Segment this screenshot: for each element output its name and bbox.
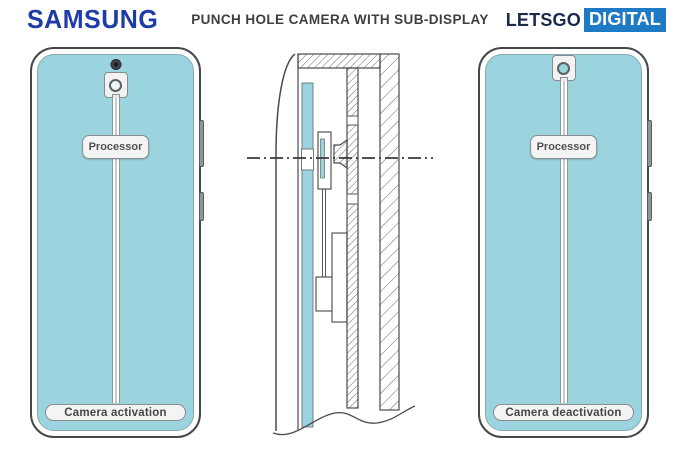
- flex-cable: [559, 79, 568, 403]
- camera-lens-icon: [109, 78, 122, 92]
- page-title: PUNCH HOLE CAMERA WITH SUB-DISPLAY: [191, 12, 489, 27]
- punch-hole-gap: [301, 148, 314, 171]
- housing-outer-edge: [275, 53, 296, 431]
- punch-hole-icon: [110, 59, 121, 70]
- display-layer: [301, 82, 314, 428]
- phone-camera-deactivated: Processor Camera deactivation: [478, 47, 652, 438]
- actuator-motor: [331, 232, 348, 323]
- volume-button: [647, 120, 652, 167]
- digital-logo-badge: DIGITAL: [583, 8, 666, 32]
- top-bezel-section: [297, 53, 381, 69]
- mid-frame-column: [346, 67, 359, 409]
- camera-lens-hidden-icon: [557, 61, 570, 75]
- camera-deactivation-label: Camera deactivation: [493, 404, 634, 421]
- samsung-logo: SAMSUNG: [27, 5, 159, 35]
- power-button: [647, 192, 652, 221]
- volume-button: [199, 120, 204, 167]
- phone-screen: Processor Camera activation: [37, 54, 194, 431]
- processor-label: Processor: [81, 135, 150, 159]
- cross-section-diagram: [247, 53, 433, 436]
- actuator-slider: [315, 276, 334, 312]
- phone-camera-activated: Processor Camera activation: [30, 47, 204, 438]
- processor-label: Processor: [529, 135, 598, 159]
- letsgodigital-logo: LETSGO DIGITAL: [506, 8, 666, 32]
- section-break-line: [272, 405, 416, 436]
- letsgo-logo-text: LETSGO: [505, 9, 581, 30]
- phone-screen: Processor Camera deactivation: [485, 54, 642, 431]
- camera-activation-label: Camera activation: [45, 404, 186, 421]
- flex-cable: [111, 98, 120, 403]
- camera-notch: [111, 94, 120, 98]
- camera-notch: [559, 77, 568, 81]
- camera-module-icon: [551, 55, 576, 81]
- camera-module-icon: [103, 72, 128, 98]
- power-button: [199, 192, 204, 221]
- frame-detent-upper: [346, 115, 359, 126]
- frame-detent-lower: [346, 193, 359, 205]
- rear-housing-section: [379, 53, 400, 411]
- camera-lens-boss: [333, 138, 348, 170]
